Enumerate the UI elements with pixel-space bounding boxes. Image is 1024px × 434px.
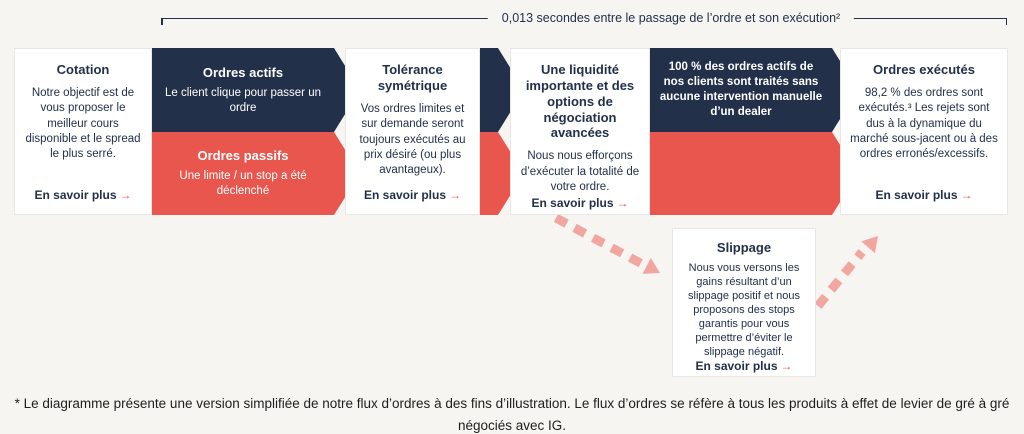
chevron-body: Une limite / un stop a été déclenché	[179, 170, 307, 197]
learn-more-link[interactable]: En savoir plus→	[695, 359, 792, 373]
footnote: * Le diagramme présente une version simp…	[14, 396, 1010, 434]
arrowhead-from-slippage	[861, 236, 878, 254]
card-body: 98,2 % des ordres sont exécutés.³ Les re…	[850, 86, 998, 161]
chevron-title: Ordres passifs	[197, 148, 289, 164]
card-title: Une liquidité importante et des options …	[525, 62, 635, 141]
arrow-right-icon: →	[119, 188, 132, 202]
latency-caption: 0,013 secondes entre le passage de l’ord…	[487, 10, 855, 26]
card-body: Nous nous efforçons d’exécuter la totali…	[520, 150, 640, 194]
card-ordres-executes: Ordres exécutés 98,2 % des ordres sont e…	[840, 48, 1008, 215]
chevron-title: Ordres actifs	[202, 64, 284, 80]
chevron-no-dealer-intervention: 100 % des ordres actifs de nos clients s…	[648, 48, 858, 132]
dashed-arrow-from-slippage	[814, 249, 866, 309]
arrow-right-icon: →	[960, 188, 973, 202]
learn-more-link[interactable]: En savoir plus→	[531, 196, 628, 210]
card-slippage: Slippage Nous vous versons les gains rés…	[672, 228, 816, 377]
chevron-ordres-actifs: Ordres actifs Le client clique pour pass…	[150, 48, 360, 132]
card-tolerance-symetrique: Tolérance symétrique Vos ordres limites …	[345, 48, 480, 215]
chevron-body: Le client clique pour passer un ordre	[165, 86, 321, 114]
learn-more-link[interactable]: En savoir plus→	[875, 188, 972, 202]
card-title: Tolérance symétrique	[377, 62, 448, 93]
learn-more-label: En savoir plus	[875, 188, 958, 202]
card-liquidite: Une liquidité importante et des options …	[510, 48, 650, 215]
arrow-right-icon: →	[449, 188, 462, 202]
learn-more-label: En savoir plus	[363, 188, 447, 202]
card-cotation: Cotation Notre objectif est de vous prop…	[14, 48, 152, 215]
card-title: Ordres exécutés	[873, 62, 975, 77]
chevron-ordres-passifs: Ordres passifs Une limite / un stop a ét…	[150, 132, 360, 215]
arrowhead-to-slippage	[642, 258, 660, 274]
learn-more-link[interactable]: En savoir plus→	[364, 188, 461, 202]
order-flow-band: Ordres actifs Le client clique pour pass…	[14, 48, 1008, 215]
card-body: Notre objectif est de vous proposer le m…	[25, 86, 141, 161]
chevron-connector-bottom-2	[648, 132, 858, 215]
card-body: Nous vous versons les gains résultant d’…	[688, 261, 800, 359]
learn-more-label: En savoir plus	[695, 359, 778, 374]
dashed-arrow-to-slippage	[553, 214, 647, 269]
card-body: Vos ordres limites et sur demande seront…	[359, 102, 466, 177]
chevron-body: 100 % des ordres actifs de nos clients s…	[659, 61, 823, 118]
card-title: Cotation	[56, 62, 110, 77]
learn-more-label: En savoir plus	[531, 195, 614, 210]
arrow-right-icon: →	[780, 359, 793, 374]
learn-more-label: En savoir plus	[34, 188, 117, 202]
arrow-right-icon: →	[616, 195, 629, 210]
learn-more-link[interactable]: En savoir plus→	[34, 188, 131, 202]
card-title: Slippage	[716, 240, 772, 255]
